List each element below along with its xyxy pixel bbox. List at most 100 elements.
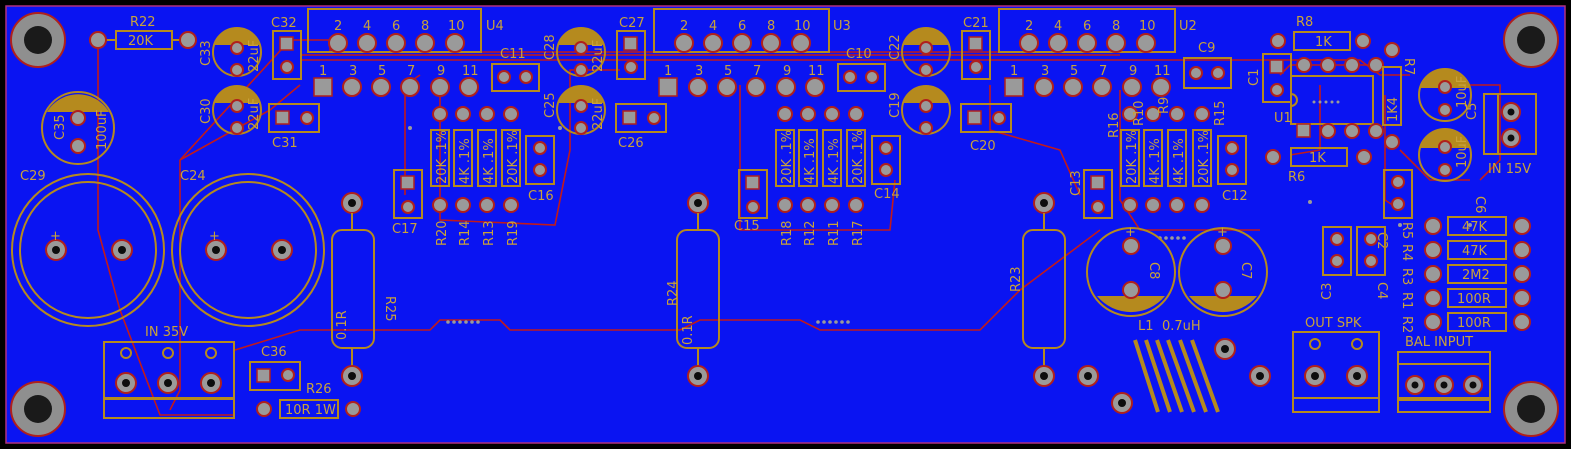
capacitor-c5: 10uF C5 xyxy=(1418,68,1480,122)
capacitor-c35: 100uF C35 xyxy=(41,91,115,165)
capacitor-c21: C21 xyxy=(961,16,991,80)
connector-label: IN 35V xyxy=(145,325,188,340)
svg-text:3: 3 xyxy=(349,64,357,79)
ref-label: C20 xyxy=(970,139,996,154)
svg-text:6: 6 xyxy=(738,19,746,34)
resistor-r23: R23 xyxy=(1009,192,1066,387)
svg-text:5: 5 xyxy=(724,64,732,79)
svg-text:R10: R10 xyxy=(1132,100,1147,126)
svg-text:9: 9 xyxy=(1129,64,1137,79)
ref-label: C17 xyxy=(392,222,418,237)
resistor-r25: 0.1R R25 xyxy=(331,192,397,387)
ref-label: C24 xyxy=(180,169,206,184)
svg-text:1: 1 xyxy=(319,64,327,79)
svg-text:R16: R16 xyxy=(1107,112,1122,138)
resistor-r24: 0.1R R24 xyxy=(666,192,720,387)
svg-text:20K .1%: 20K .1% xyxy=(435,130,450,184)
capacitor-c25: 22uF C25 xyxy=(543,85,606,135)
u4-bottom-pins: 1 3 5 7 9 11 xyxy=(313,64,479,97)
svg-text:20K .1%: 20K .1% xyxy=(506,130,521,184)
u2-top-pins: 2 4 6 8 10 xyxy=(1019,19,1156,53)
capacitor-c36: C36 xyxy=(249,345,301,391)
svg-text:20K .1%: 20K .1% xyxy=(1197,130,1212,184)
svg-text:6: 6 xyxy=(1083,19,1091,34)
ref-label: L1 xyxy=(1138,319,1154,334)
ref-label: C8 xyxy=(1146,262,1161,279)
svg-text:+: + xyxy=(209,229,220,244)
ref-label: R5 xyxy=(1399,222,1414,239)
ref-label: C25 xyxy=(543,92,558,118)
ref-label: C21 xyxy=(963,16,989,31)
svg-text:100R: 100R xyxy=(1457,292,1491,307)
svg-text:4K .1%: 4K .1% xyxy=(827,138,842,184)
svg-text:9: 9 xyxy=(437,64,445,79)
u3-bottom-pins: 1 3 5 7 9 11 xyxy=(658,64,825,97)
svg-text:R13: R13 xyxy=(482,220,497,246)
ref-label: C27 xyxy=(619,16,645,31)
capacitor-c20: C20 xyxy=(960,103,1012,154)
ref-label: C36 xyxy=(261,345,287,360)
capacitor-c12: C12 xyxy=(1217,135,1248,204)
resistor-r8: 1K R8 xyxy=(1270,15,1371,51)
svg-text:10: 10 xyxy=(794,19,811,34)
svg-text:3: 3 xyxy=(1041,64,1049,79)
ref-label: R25 xyxy=(382,296,397,322)
svg-text:4: 4 xyxy=(363,19,371,34)
svg-text:R11: R11 xyxy=(827,220,842,246)
ref-label: R6 xyxy=(1288,170,1305,185)
resistor-r6: 1K R6 xyxy=(1265,147,1372,185)
ref-label: R23 xyxy=(1009,266,1024,292)
svg-text:4K .1%: 4K .1% xyxy=(1172,138,1187,184)
svg-text:47K: 47K xyxy=(1462,220,1488,235)
ref-label: U4 xyxy=(486,19,504,34)
resistor-r5: 47K R5 xyxy=(1399,216,1531,239)
ref-label: C12 xyxy=(1222,189,1248,204)
svg-text:4K .1%: 4K .1% xyxy=(458,138,473,184)
ref-label: C22 xyxy=(888,34,903,60)
capacitor-c6: 10uF C6 xyxy=(1418,128,1487,213)
capacitor-c10: C10 xyxy=(837,47,886,92)
svg-text:22uF: 22uF xyxy=(591,98,606,130)
capacitor-c15: C15 xyxy=(734,169,768,234)
svg-text:4K .1%: 4K .1% xyxy=(803,138,818,184)
capacitor-c33: 22uF C33 xyxy=(199,27,262,77)
svg-text:1K: 1K xyxy=(1309,151,1326,166)
u4-top-pins: 2 4 6 8 10 xyxy=(328,19,465,53)
ref-label: C29 xyxy=(20,169,46,184)
svg-text:R15: R15 xyxy=(1213,100,1228,126)
resistor-r4: 47K R4 xyxy=(1399,240,1531,261)
connector-label: IN 15V xyxy=(1488,162,1531,177)
svg-text:4K .1%: 4K .1% xyxy=(482,138,497,184)
svg-text:2: 2 xyxy=(680,19,688,34)
ref-label: C30 xyxy=(199,98,214,124)
capacitor-c29: + C29 xyxy=(11,169,165,327)
capacitor-c1: C1 xyxy=(1247,53,1292,103)
svg-text:7: 7 xyxy=(753,64,761,79)
ref-label: C11 xyxy=(500,47,526,62)
capacitor-c4: C4 xyxy=(1356,226,1389,299)
ref-label: C28 xyxy=(543,34,558,60)
capacitor-c27: C27 xyxy=(616,16,646,80)
svg-text:100uF: 100uF xyxy=(95,109,110,150)
capacitor-c17: C17 xyxy=(392,169,423,237)
connector-out-spk: OUT SPK xyxy=(1292,316,1380,413)
svg-text:R20: R20 xyxy=(435,220,450,246)
capacitor-c31: C31 xyxy=(268,103,320,151)
svg-text:1: 1 xyxy=(664,64,672,79)
svg-text:11: 11 xyxy=(808,64,825,79)
capacitor-c7: + C7 xyxy=(1178,225,1268,317)
svg-text:+: + xyxy=(1125,225,1136,240)
ref-label: C14 xyxy=(874,187,900,202)
resistor-r26: 10R 1W R26 xyxy=(256,382,361,419)
via-rows xyxy=(408,100,1472,324)
svg-text:10uF: 10uF xyxy=(1455,136,1470,168)
connector-in-35v: IN 35V xyxy=(103,325,235,419)
capacitor-c13: C13 xyxy=(1069,169,1113,219)
svg-text:+: + xyxy=(50,229,61,244)
svg-text:R12: R12 xyxy=(803,220,818,246)
svg-text:8: 8 xyxy=(1112,19,1120,34)
ref-label: R4 xyxy=(1399,244,1414,261)
ref-label: R3 xyxy=(1399,268,1414,285)
connector-label: OUT SPK xyxy=(1305,316,1362,331)
